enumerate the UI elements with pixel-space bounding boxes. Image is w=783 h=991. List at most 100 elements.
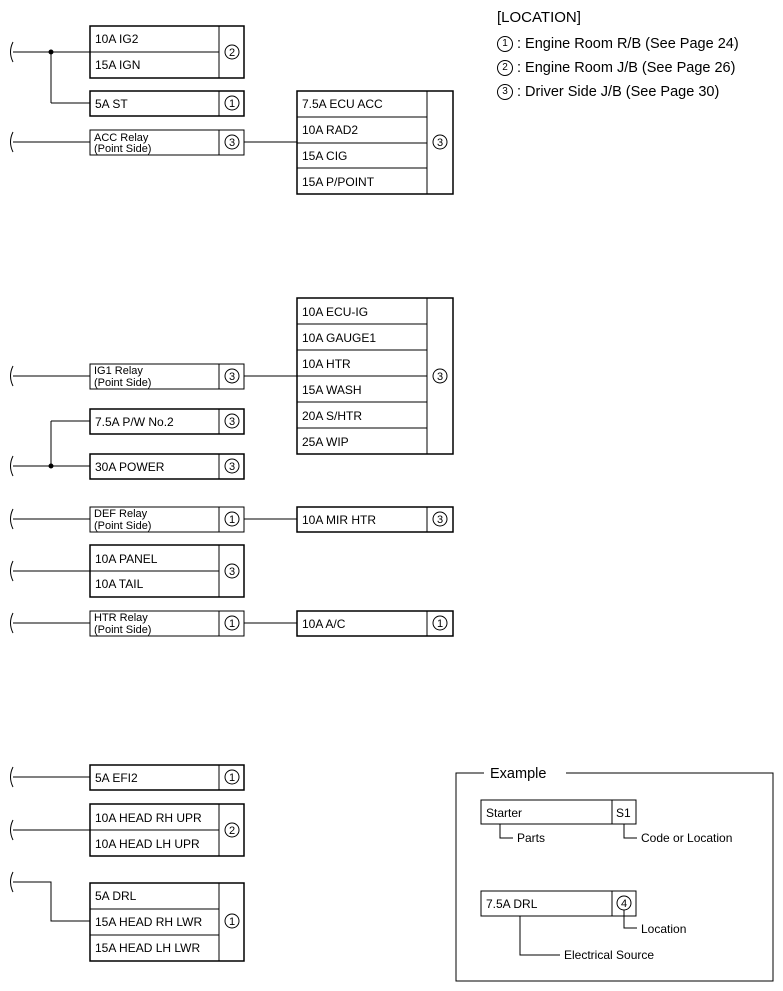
fuse-box-efi2: 5A EFI2 1 — [89, 764, 245, 791]
location-number: 3 — [437, 514, 443, 526]
relay-label: (Point Side) — [94, 143, 151, 155]
relay-box-def: DEF Relay (Point Side) 1 — [89, 506, 245, 533]
location-number: 1 — [229, 98, 235, 110]
fuse-box-drl-group: 5A DRL 15A HEAD RH LWR 15A HEAD LH LWR 1 — [89, 882, 245, 962]
location-number: 1 — [229, 618, 235, 630]
fuse-label: 10A GAUGE1 — [302, 331, 376, 345]
relay-label: (Point Side) — [94, 624, 151, 636]
fuse-label: 10A ECU-IG — [302, 305, 368, 319]
fuse-label: 15A IGN — [95, 58, 140, 72]
relay-box-ig1: IG1 Relay (Point Side) 3 — [89, 363, 245, 390]
legend-item-3: 3 : Driver Side J/B (See Page 30) — [497, 80, 739, 104]
wire-break-symbol — [10, 871, 14, 893]
legend-number: 1 — [497, 36, 513, 52]
location-number: 3 — [437, 137, 443, 149]
fuse-label: 10A TAIL — [95, 577, 144, 591]
example-title: Example — [490, 766, 546, 782]
fuse-label: 7.5A P/W No.2 — [95, 415, 174, 429]
fuse-box-st: 5A ST 1 — [89, 90, 245, 117]
example-location-number: 4 — [621, 898, 627, 910]
parts-label: Parts — [517, 831, 545, 845]
wire-break-symbol — [10, 508, 14, 530]
fuse-label: 15A CIG — [302, 149, 347, 163]
fuse-box-power: 30A POWER 3 — [89, 453, 245, 480]
legend-item-2: 2 : Engine Room J/B (See Page 26) — [497, 56, 739, 80]
fuse-label: 10A MIR HTR — [302, 513, 376, 527]
legend-text: : Engine Room R/B (See Page 24) — [517, 36, 739, 52]
fuse-box-ig-group: 10A ECU-IG 10A GAUGE1 10A HTR 15A WASH 2… — [296, 297, 454, 455]
fuse-label: 25A WIP — [302, 435, 349, 449]
location-number: 1 — [229, 772, 235, 784]
location-legend: [LOCATION] 1 : Engine Room R/B (See Page… — [497, 6, 739, 104]
relay-box-htr: HTR Relay (Point Side) 1 — [89, 610, 245, 637]
legend-title: [LOCATION] — [497, 9, 581, 26]
fuse-box-panel-tail: 10A PANEL 10A TAIL 3 — [89, 544, 245, 598]
fuse-label: 7.5A ECU ACC — [302, 97, 383, 111]
fuse-label: 10A A/C — [302, 617, 346, 631]
example-panel: Example Starter S1 Parts Code or Locatio… — [455, 766, 774, 982]
fuse-box-pw: 7.5A P/W No.2 3 — [89, 408, 245, 435]
fuse-label: 30A POWER — [95, 460, 165, 474]
location-number: 3 — [229, 137, 235, 149]
location-number: 3 — [229, 461, 235, 473]
wire-break-symbol — [10, 455, 14, 477]
example-code: S1 — [616, 806, 631, 820]
fuse-label: 10A IG2 — [95, 32, 139, 46]
fuse-box-head-upr: 10A HEAD RH UPR 10A HEAD LH UPR 2 — [89, 803, 245, 857]
fuse-label: 20A S/HTR — [302, 409, 362, 423]
fuse-label: 10A HTR — [302, 357, 351, 371]
fuse-label: 15A HEAD LH LWR — [95, 941, 200, 955]
location-number: 3 — [229, 371, 235, 383]
legend-text: : Engine Room J/B (See Page 26) — [517, 60, 736, 76]
fuse-box-mir-htr: 10A MIR HTR 3 — [296, 506, 454, 533]
relay-box-acc: ACC Relay (Point Side) 3 — [89, 129, 245, 156]
fuse-label: 15A WASH — [302, 383, 362, 397]
location-label: Location — [641, 922, 686, 936]
wire-break-symbol — [10, 365, 14, 387]
fuse-label: 10A HEAD RH UPR — [95, 811, 202, 825]
fuse-box-ig2-ign: 10A IG2 15A IGN 2 — [89, 25, 245, 79]
relay-label: HTR Relay — [94, 612, 148, 624]
fuse-label: 5A ST — [95, 97, 128, 111]
relay-label: IG1 Relay — [94, 365, 143, 377]
legend-text: : Driver Side J/B (See Page 30) — [517, 84, 720, 100]
wire-break-symbol — [10, 819, 14, 841]
location-number: 3 — [229, 566, 235, 578]
relay-label: (Point Side) — [94, 377, 151, 389]
example-part: Starter — [486, 806, 522, 820]
fuse-box-ac: 10A A/C 1 — [296, 610, 454, 637]
location-number: 1 — [229, 916, 235, 928]
wire-group-ig — [10, 41, 90, 104]
wire-break-symbol — [10, 560, 14, 582]
code-label: Code or Location — [641, 831, 732, 845]
location-number: 1 — [437, 618, 443, 630]
source-label: Electrical Source — [564, 948, 654, 962]
fuse-label: 15A P/POINT — [302, 175, 375, 189]
example-source: 7.5A DRL — [486, 897, 538, 911]
relay-label: DEF Relay — [94, 508, 148, 520]
relay-label: ACC Relay — [94, 132, 149, 144]
legend-number: 2 — [497, 60, 513, 76]
wire-break-symbol — [10, 41, 14, 63]
legend-number: 3 — [497, 84, 513, 100]
location-number: 2 — [229, 47, 235, 59]
fuse-label: 10A PANEL — [95, 552, 158, 566]
legend-item-1: 1 : Engine Room R/B (See Page 24) — [497, 32, 739, 56]
junction-dot — [48, 49, 54, 55]
fuse-label: 5A DRL — [95, 889, 137, 903]
fuse-label: 10A HEAD LH UPR — [95, 837, 200, 851]
junction-dot — [48, 463, 54, 469]
wire — [13, 881, 90, 922]
wire-break-symbol — [10, 131, 14, 153]
location-number: 3 — [229, 416, 235, 428]
location-number: 1 — [229, 514, 235, 526]
wire-break-symbol — [10, 612, 14, 634]
fuse-label: 5A EFI2 — [95, 771, 138, 785]
fuse-label: 10A RAD2 — [302, 123, 358, 137]
wire-break-symbol — [10, 766, 14, 788]
fuse-label: 15A HEAD RH LWR — [95, 915, 202, 929]
relay-label: (Point Side) — [94, 520, 151, 532]
fuse-box-acc-group: 7.5A ECU ACC 10A RAD2 15A CIG 15A P/POIN… — [296, 90, 454, 195]
location-number: 2 — [229, 825, 235, 837]
